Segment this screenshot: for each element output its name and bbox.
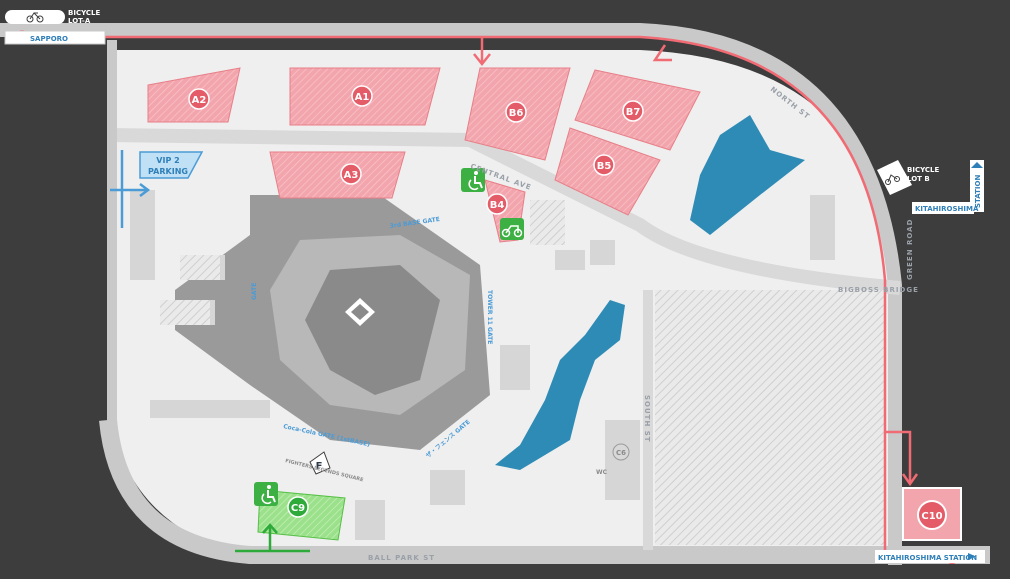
- road-central-ave: [109, 128, 901, 295]
- motorcycle-icon: [500, 218, 524, 240]
- lot-B6[interactable]: B6: [464, 67, 571, 161]
- road-ball-park: [99, 419, 990, 564]
- svg-text:KITAHIROSHIMA STATION: KITAHIROSHIMA STATION: [878, 554, 977, 562]
- svg-text:F: F: [316, 461, 323, 472]
- kitahiroshima-sign: KITAHIROSHIMA: [912, 202, 979, 214]
- lot-B7[interactable]: B7: [574, 69, 701, 151]
- sapporo-sign: SAPPORO: [4, 30, 106, 45]
- lot-C9[interactable]: C9: [257, 489, 346, 541]
- svg-text:LOT-A: LOT-A: [68, 17, 91, 25]
- svg-text:A3: A3: [344, 170, 359, 181]
- bicycle-icon: [26, 12, 44, 23]
- fighters-f-icon: F: [309, 451, 331, 475]
- street-bigboss-bridge: BIGBOSS BRIDGE: [838, 286, 919, 294]
- lot-A2[interactable]: A2: [147, 67, 241, 123]
- svg-text:LOT B: LOT B: [907, 175, 930, 183]
- road-north: [0, 23, 902, 565]
- vip-parking[interactable]: VIP 2 PARKING: [139, 151, 204, 179]
- lot-A3[interactable]: A3: [269, 151, 406, 199]
- wc-label: WC: [596, 469, 608, 476]
- svg-text:KITAHIROSHIMA: KITAHIROSHIMA: [915, 205, 979, 213]
- svg-text:B6: B6: [509, 108, 524, 119]
- pond-south: [495, 300, 625, 470]
- hatched-block-east: [655, 290, 885, 545]
- bicycle-icon: [885, 174, 900, 185]
- svg-text:A2: A2: [192, 95, 207, 106]
- street-south-st: SOUTH ST: [643, 395, 651, 443]
- street-ball-park: BALL PARK ST: [368, 554, 435, 562]
- svg-text:B7: B7: [626, 107, 641, 118]
- route-red: [22, 35, 919, 560]
- gate-left: GATE: [251, 283, 258, 300]
- svg-text:PARKING: PARKING: [148, 167, 188, 176]
- street-green-road: GREEN ROAD: [906, 219, 914, 280]
- pond-east: [690, 115, 805, 235]
- svg-text:C9: C9: [291, 503, 305, 514]
- svg-text:SAPPORO: SAPPORO: [30, 35, 68, 43]
- svg-text:C6: C6: [616, 449, 626, 457]
- stadium-field: [305, 265, 440, 395]
- svg-text:B5: B5: [597, 161, 612, 172]
- bicycle-lot-a[interactable]: BICYCLE LOT-A: [5, 9, 100, 25]
- route-green: [235, 523, 310, 553]
- bicycle-lot-b[interactable]: BICYCLE LOT B: [877, 160, 939, 195]
- svg-text:A1: A1: [355, 92, 370, 103]
- route-blue: [110, 150, 151, 228]
- station-sign: STATION: [970, 160, 984, 212]
- lot-A1[interactable]: A1: [289, 67, 441, 126]
- lot-C10[interactable]: C10: [902, 487, 962, 541]
- svg-text:BICYCLE: BICYCLE: [68, 9, 100, 17]
- svg-text:C10: C10: [921, 511, 942, 522]
- wheelchair-icon: [254, 482, 278, 506]
- svg-text:STATION: STATION: [974, 175, 982, 208]
- lot-B5[interactable]: B5: [554, 127, 661, 216]
- hatched-small-3: [160, 300, 210, 325]
- kitahiroshima-bottom-sign: KITAHIROSHIMA STATION: [875, 550, 985, 563]
- wheelchair-icon: [461, 168, 485, 192]
- lot-C6[interactable]: C6: [612, 443, 630, 461]
- hatched-small-2: [180, 255, 220, 280]
- svg-text:B4: B4: [490, 200, 505, 211]
- hatched-small-1: [530, 200, 565, 245]
- baseball-diamond-icon: [345, 298, 375, 326]
- svg-text:VIP 2: VIP 2: [156, 156, 179, 165]
- gate-tower-11: TOWER 11 GATE: [486, 290, 493, 344]
- svg-text:BICYCLE: BICYCLE: [907, 166, 939, 174]
